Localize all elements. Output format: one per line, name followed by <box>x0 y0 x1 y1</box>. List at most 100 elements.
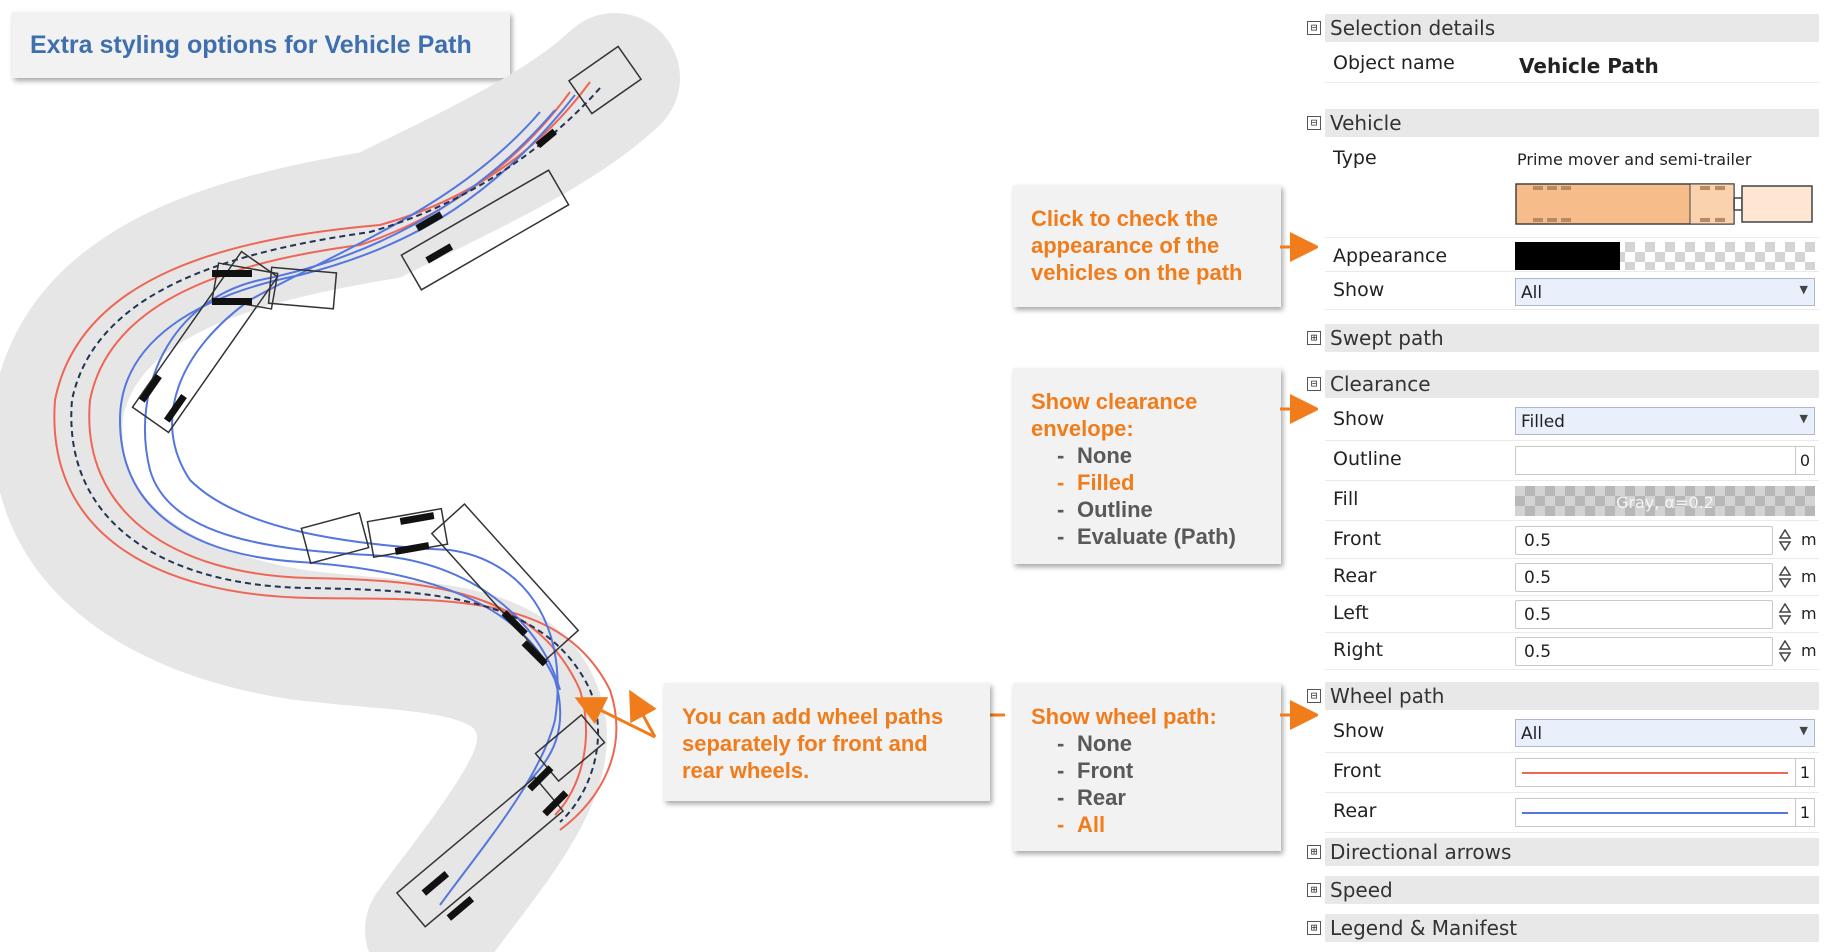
clearance-right-label: Right <box>1333 639 1384 661</box>
row-clearance-right: Right 0.5 m <box>1325 634 1819 670</box>
wheel-path-callout-head: Show wheel path: <box>1031 704 1217 729</box>
expand-toggle-icon[interactable]: ⊞ <box>1307 845 1321 859</box>
wheel-path-show-dropdown[interactable]: All ▼ <box>1515 719 1815 747</box>
vehicle-type-value[interactable]: Prime mover and semi-trailer <box>1517 150 1752 169</box>
collapse-toggle-icon[interactable]: ⊟ <box>1307 21 1321 35</box>
clearance-option-none: -None <box>1057 443 1132 468</box>
clearance-left-label: Left <box>1333 602 1369 624</box>
wheel-path-option-front: -Front <box>1057 758 1134 783</box>
clearance-option-outline: -Outline <box>1057 497 1153 522</box>
vehicle-show-label: Show <box>1333 279 1385 301</box>
front-wheel-line-style[interactable]: 1 <box>1515 758 1815 787</box>
expand-toggle-icon[interactable]: ⊞ <box>1307 921 1321 935</box>
vehicle-show-dropdown[interactable]: All ▼ <box>1515 278 1815 306</box>
object-name-value[interactable]: Vehicle Path <box>1519 54 1659 78</box>
clearance-outline-label: Outline <box>1333 448 1402 470</box>
collapse-toggle-icon[interactable]: ⊟ <box>1307 689 1321 703</box>
property-grid: ⊟ Selection details Object name Vehicle … <box>1303 12 1819 947</box>
rear-wheel-path-trailer <box>171 111 559 906</box>
row-clearance-left: Left 0.5 m <box>1325 597 1819 633</box>
category-speed[interactable]: ⊞ Speed <box>1303 874 1819 906</box>
spinner-icon[interactable] <box>1778 640 1792 662</box>
wheel-callout-arrow-1 <box>574 697 656 739</box>
clearance-fill-swatch[interactable]: Gray, α=0.2 <box>1515 486 1815 516</box>
clearance-rear-label: Rear <box>1333 565 1377 587</box>
dropdown-caret-icon: ▼ <box>1799 412 1808 425</box>
outline-width-value[interactable]: 0 <box>1795 447 1814 474</box>
wheel-paths-note-callout: You can add wheel paths separately for f… <box>664 683 990 801</box>
row-vehicle-appearance: Appearance <box>1325 240 1819 272</box>
collapse-toggle-icon[interactable]: ⊟ <box>1307 377 1321 391</box>
clearance-callout-head: Show clearance envelope: <box>1031 389 1198 441</box>
expand-toggle-icon[interactable]: ⊞ <box>1307 883 1321 897</box>
clearance-rear-input[interactable]: 0.5 <box>1515 563 1773 592</box>
category-legend-manifest[interactable]: ⊞ Legend & Manifest <box>1303 912 1819 944</box>
wheel-path-option-rear: -Rear <box>1057 785 1126 810</box>
category-vehicle[interactable]: ⊟ Vehicle <box>1303 107 1819 139</box>
clearance-left-input[interactable]: 0.5 <box>1515 600 1773 629</box>
category-wheel-path[interactable]: ⊟ Wheel path <box>1303 680 1819 712</box>
row-clearance-show: Show Filled ▼ <box>1325 403 1819 441</box>
spinner-icon[interactable] <box>1778 603 1792 625</box>
row-wheel-path-rear: Rear 1 <box>1325 795 1819 833</box>
vehicle-path-drawing <box>0 13 1005 952</box>
row-vehicle-show: Show All ▼ <box>1325 274 1819 310</box>
clearance-right-input[interactable]: 0.5 <box>1515 637 1773 666</box>
category-label: Selection details <box>1330 16 1496 40</box>
category-label: Directional arrows <box>1330 840 1512 864</box>
rear-wheel-line-style[interactable]: 1 <box>1515 798 1815 827</box>
row-clearance-fill: Fill Gray, α=0.2 <box>1325 483 1819 521</box>
category-label: Legend & Manifest <box>1330 916 1518 940</box>
object-name-label: Object name <box>1333 52 1455 74</box>
category-swept-path[interactable]: ⊞ Swept path <box>1303 322 1819 354</box>
row-clearance-rear: Rear 0.5 m <box>1325 560 1819 596</box>
vehicle-outlines <box>131 45 643 928</box>
category-label: Clearance <box>1330 372 1431 396</box>
fill-value-text: Gray, α=0.2 <box>1616 493 1714 512</box>
dropdown-caret-icon: ▼ <box>1799 724 1808 737</box>
category-directional-arrows[interactable]: ⊞ Directional arrows <box>1303 836 1819 868</box>
category-label: Swept path <box>1330 326 1444 350</box>
rear-wheel-path-inner <box>143 109 561 691</box>
front-line-width-value[interactable]: 1 <box>1795 759 1814 786</box>
path-centreline <box>70 87 601 823</box>
clearance-option-evaluate: -Evaluate (Path) <box>1057 524 1236 549</box>
clearance-front-input[interactable]: 0.5 <box>1515 526 1773 555</box>
vehicle-thumbnail-icon[interactable] <box>1515 180 1815 228</box>
row-object-name: Object name Vehicle Path <box>1325 47 1819 83</box>
appearance-swatch[interactable] <box>1515 242 1815 270</box>
wheel-path-options-list: -None -Front -Rear -All <box>1031 730 1263 838</box>
category-label: Speed <box>1330 878 1393 902</box>
grid-pointer-arrows <box>1280 232 1318 730</box>
wheel-path-front-label: Front <box>1333 760 1382 782</box>
unit-label: m <box>1801 604 1817 623</box>
clearance-callout: Show clearance envelope: -None -Filled -… <box>1013 368 1281 564</box>
unit-label: m <box>1801 567 1817 586</box>
appearance-callout: Click to check the appearance of the veh… <box>1013 185 1281 307</box>
category-label: Vehicle <box>1330 111 1402 135</box>
rear-line-width-value[interactable]: 1 <box>1795 799 1814 826</box>
spinner-icon[interactable] <box>1778 529 1792 551</box>
clearance-front-label: Front <box>1333 528 1382 550</box>
category-clearance[interactable]: ⊟ Clearance <box>1303 368 1819 400</box>
wheel-paths-note-text: You can add wheel paths separately for f… <box>682 704 944 783</box>
row-wheel-path-front: Front 1 <box>1325 755 1819 793</box>
wheel-path-rear-label: Rear <box>1333 800 1377 822</box>
dropdown-caret-icon: ▼ <box>1799 283 1808 296</box>
spinner-icon[interactable] <box>1778 566 1792 588</box>
vehicle-type-label: Type <box>1333 147 1377 169</box>
clearance-outline-field[interactable]: 0 <box>1515 446 1815 475</box>
clearance-show-dropdown[interactable]: Filled ▼ <box>1515 407 1815 435</box>
expand-toggle-icon[interactable]: ⊞ <box>1307 331 1321 345</box>
category-selection-details[interactable]: ⊟ Selection details <box>1303 12 1819 44</box>
wheel-path-callout: Show wheel path: -None -Front -Rear -All <box>1013 683 1281 851</box>
row-clearance-outline: Outline 0 <box>1325 443 1819 481</box>
clearance-options-list: -None -Filled -Outline -Evaluate (Path) <box>1031 442 1263 550</box>
clearance-option-filled: -Filled <box>1057 470 1135 495</box>
front-wheel-path-outer <box>53 81 618 831</box>
wheel-path-option-none: -None <box>1057 731 1132 756</box>
collapse-toggle-icon[interactable]: ⊟ <box>1307 116 1321 130</box>
row-vehicle-type: Type Prime mover and semi-trailer <box>1325 142 1819 238</box>
category-label: Wheel path <box>1330 684 1445 708</box>
wheel-callout-arrow-2 <box>629 689 657 738</box>
